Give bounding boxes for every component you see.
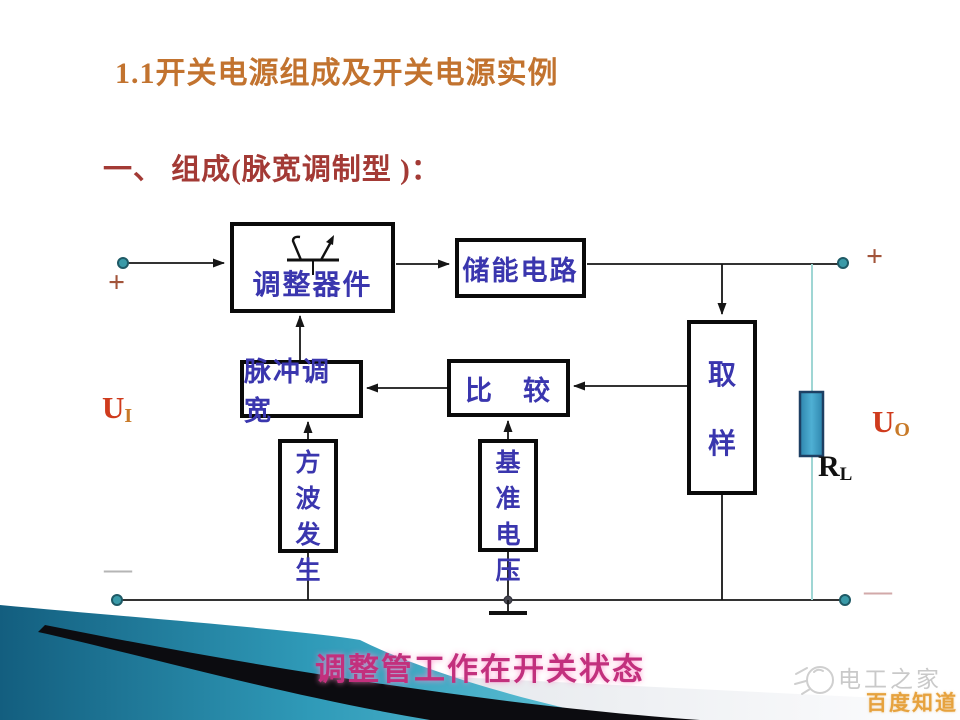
- u-in-main: U: [102, 390, 125, 425]
- minus-sign-left: —: [104, 554, 132, 585]
- load-resistor-label: RL: [818, 450, 853, 486]
- block-label: 取样: [707, 359, 736, 459]
- block-adjust-device: 调整器件: [230, 222, 395, 313]
- slide-caption: 调整管工作在开关状态: [315, 652, 645, 687]
- block-compare: 比 较: [447, 359, 570, 417]
- slide-subtitle: 一、 组成(脉宽调制型 )：: [103, 154, 441, 186]
- block-sampling: 取样: [687, 320, 757, 495]
- teal-swoosh: [0, 605, 620, 720]
- block-label: 比 较: [465, 375, 552, 406]
- block-label: 脉冲调宽: [244, 357, 331, 426]
- minus-sign-right: —: [864, 576, 892, 607]
- ground-symbol: [489, 595, 527, 615]
- block-energy-storage: 储能电路: [455, 238, 586, 298]
- terminal-input-plus: [117, 257, 129, 269]
- block-label: 基准电压: [495, 449, 521, 585]
- terminal-input-minus: [111, 594, 123, 606]
- block-label: 调整器件: [252, 269, 373, 300]
- black-swoosh: [38, 625, 700, 720]
- watermark-site-name: 电工之家: [838, 666, 942, 692]
- r-load-sub: L: [839, 464, 853, 486]
- block-square-wave: 方波发生: [278, 439, 338, 585]
- input-voltage-label: UI: [102, 392, 132, 426]
- output-voltage-label: UO: [872, 406, 910, 440]
- slide-title: 1.1开关电源组成及开关电源实例: [115, 57, 559, 90]
- block-label: 方波发生: [295, 449, 321, 585]
- transistor-icon: [286, 235, 339, 275]
- load-resistor: [798, 390, 825, 458]
- block-label: 储能电路: [462, 255, 579, 286]
- home-sketch-icon: [794, 666, 834, 695]
- u-out-main: U: [872, 404, 895, 439]
- r-load-main: R: [818, 450, 840, 483]
- terminal-output-minus: [839, 594, 851, 606]
- u-in-sub: I: [124, 405, 133, 428]
- block-pulse-width: 脉冲调宽: [240, 357, 363, 426]
- plus-sign-left: +: [108, 266, 126, 299]
- u-out-sub: O: [894, 419, 910, 442]
- terminal-output-plus: [837, 257, 849, 269]
- block-reference-voltage: 基准电压: [478, 439, 538, 585]
- plus-sign-right: +: [866, 240, 884, 273]
- watermark-badge: 百度知道: [866, 692, 958, 715]
